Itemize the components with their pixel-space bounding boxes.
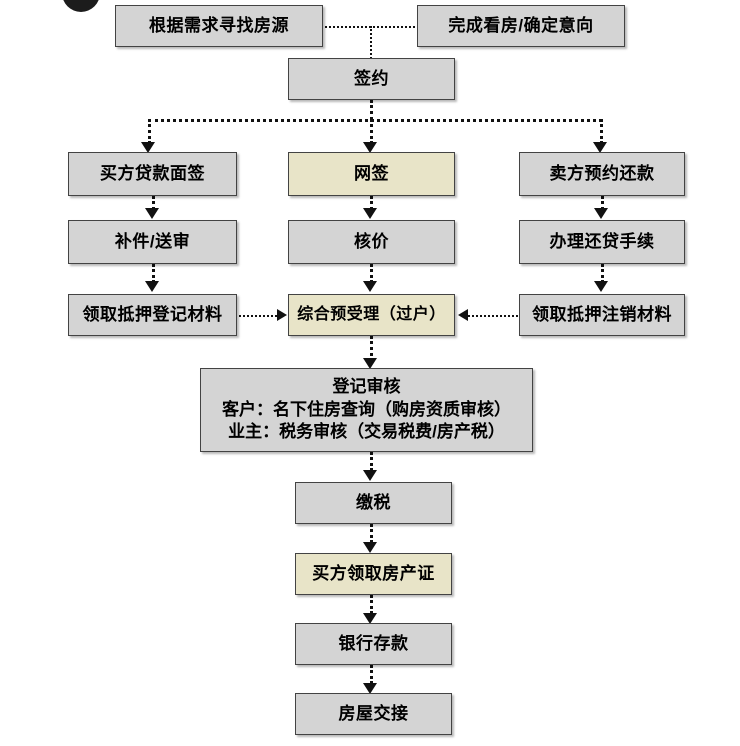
connector-bank-deposit-to-handover — [370, 665, 373, 684]
node-online-sign-label: 网签 — [354, 163, 389, 183]
connector-cancellation-to-pre-acceptance — [468, 315, 518, 317]
arrow-seller-repay-to-repay-process — [594, 208, 608, 219]
connector-registration-to-pre-acceptance — [239, 315, 277, 317]
arrow-certificate-to-bank-deposit — [363, 613, 377, 624]
arrow-registration-review-to-pay-tax — [363, 470, 377, 481]
arrow-pre-acceptance-to-registration-review — [363, 358, 377, 369]
node-registration-review-line-1: 登记审核 — [332, 376, 401, 396]
node-collect-mortgage-cancellation[interactable]: 领取抵押注销材料 — [519, 294, 685, 336]
arrow-buyer-loan-to-supplement — [145, 208, 159, 219]
node-repay-loan-process[interactable]: 办理还贷手续 — [519, 220, 685, 264]
node-price-verify-label: 核价 — [354, 231, 389, 251]
connector-repay-process-to-mortgage-cancellation — [601, 264, 604, 283]
node-find-listing-label: 根据需求寻找房源 — [149, 15, 289, 35]
connector-price-verify-to-pre-acceptance — [370, 264, 373, 283]
node-supplement-submit-label: 补件/送审 — [114, 231, 191, 251]
decorative-disc-icon — [62, 0, 100, 12]
connector-distribution-bus — [148, 119, 602, 122]
arrow-bank-deposit-to-handover — [363, 683, 377, 694]
node-collect-mortgage-registration-label: 领取抵押登记材料 — [82, 304, 223, 324]
node-repay-loan-process-label: 办理还贷手续 — [549, 231, 655, 251]
connector-sign-down — [370, 100, 373, 120]
node-buyer-loan-interview[interactable]: 买方贷款面签 — [68, 152, 237, 196]
node-finish-viewing-label: 完成看房/确定意向 — [448, 15, 594, 35]
node-pay-tax-label: 缴税 — [356, 492, 391, 512]
node-sign-contract[interactable]: 签约 — [288, 58, 455, 100]
connector-online-sign-to-price-verify — [370, 196, 373, 210]
arrow-registration-to-pre-acceptance — [277, 309, 287, 321]
arrow-cancellation-to-pre-acceptance — [458, 309, 468, 321]
node-collect-mortgage-registration[interactable]: 领取抵押登记材料 — [68, 294, 237, 336]
node-finish-viewing[interactable]: 完成看房/确定意向 — [417, 5, 625, 47]
arrow-bus-to-online-sign — [363, 142, 377, 153]
node-registration-review[interactable]: 登记审核 客户：名下住房查询（购房资质审核） 业主：税务审核（交易税费/房产税） — [200, 368, 533, 452]
node-bank-deposit-label: 银行存款 — [338, 633, 409, 653]
node-comprehensive-pre-acceptance[interactable]: 综合预受理（过户） — [288, 294, 455, 336]
node-price-verify[interactable]: 核价 — [288, 220, 455, 264]
node-collect-mortgage-cancellation-label: 领取抵押注销材料 — [532, 304, 672, 324]
node-supplement-submit[interactable]: 补件/送审 — [68, 220, 237, 264]
arrow-bus-to-buyer-loan — [141, 142, 155, 153]
node-sign-contract-label: 签约 — [354, 68, 389, 88]
node-buyer-loan-interview-label: 买方贷款面签 — [100, 163, 205, 183]
node-find-listing[interactable]: 根据需求寻找房源 — [115, 5, 323, 47]
connector-certificate-to-bank-deposit — [370, 595, 373, 614]
node-buyer-collect-certificate[interactable]: 买方领取房产证 — [295, 553, 452, 595]
connector-pre-acceptance-to-registration-review — [370, 336, 373, 362]
node-registration-review-line-3: 业主：税务审核（交易税费/房产税） — [228, 422, 505, 442]
node-bank-deposit[interactable]: 银行存款 — [295, 623, 452, 665]
connector-seller-repay-to-repay-process — [601, 196, 604, 210]
connector-pay-tax-to-certificate — [370, 524, 373, 543]
arrow-bus-to-seller-repay — [593, 142, 607, 153]
node-buyer-collect-certificate-label: 买方领取房产证 — [312, 563, 435, 583]
arrow-repay-process-to-mortgage-cancellation — [594, 281, 608, 292]
connector-bus-to-online-sign — [370, 119, 373, 144]
arrow-supplement-to-mortgage-registration — [145, 281, 159, 292]
node-registration-review-line-2: 客户：名下住房查询（购房资质审核） — [222, 399, 511, 419]
connector-bus-to-seller-repay — [600, 119, 603, 144]
arrow-pay-tax-to-certificate — [363, 542, 377, 553]
node-online-sign[interactable]: 网签 — [288, 152, 455, 196]
arrow-online-sign-to-price-verify — [363, 208, 377, 219]
node-pay-tax[interactable]: 缴税 — [295, 482, 452, 524]
connector-viewing-to-sign — [370, 26, 372, 59]
connector-bus-to-buyer-loan — [148, 119, 151, 144]
node-comprehensive-pre-acceptance-label: 综合预受理（过户） — [297, 306, 446, 324]
connector-buyer-loan-to-supplement — [152, 196, 155, 210]
node-house-handover-label: 房屋交接 — [338, 703, 409, 723]
node-seller-repay-appointment[interactable]: 卖方预约还款 — [519, 152, 685, 196]
node-house-handover[interactable]: 房屋交接 — [295, 693, 452, 735]
connector-registration-review-to-pay-tax — [370, 452, 373, 471]
node-seller-repay-appointment-label: 卖方预约还款 — [549, 163, 655, 183]
arrow-price-verify-to-pre-acceptance — [363, 281, 377, 292]
connector-supplement-to-mortgage-registration — [152, 264, 155, 283]
